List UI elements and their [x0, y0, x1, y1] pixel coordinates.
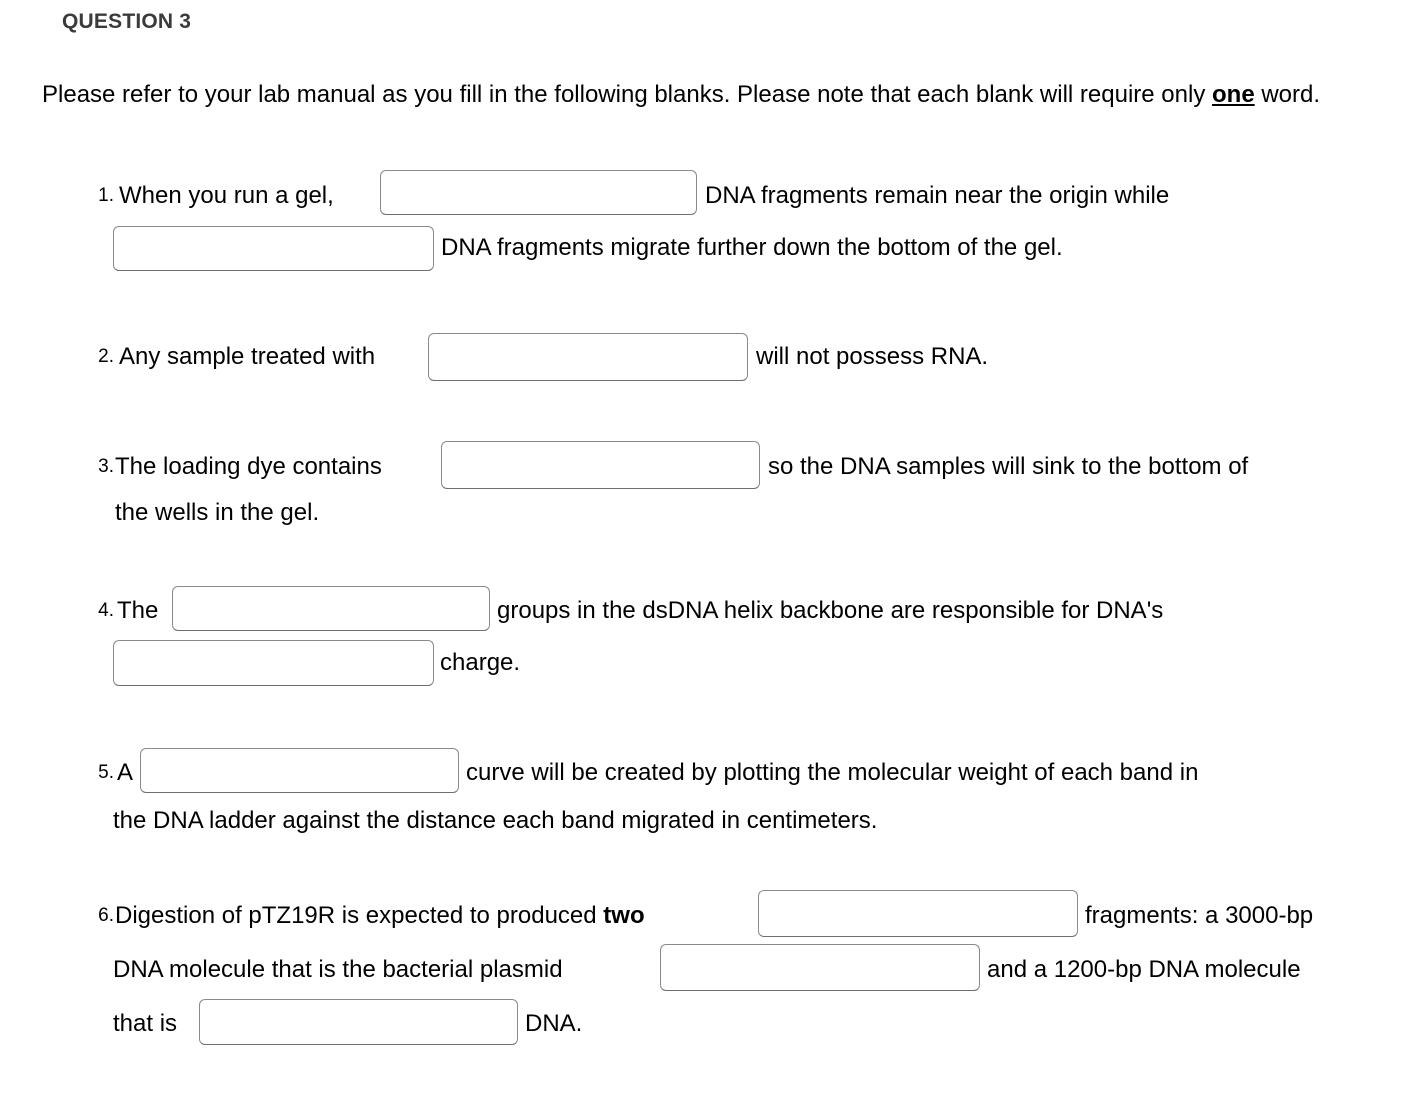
list-item-6-text-a-plain: Digestion of pTZ19R is expected to produ… [115, 902, 604, 929]
list-item-6-text-d: and a 1200-bp DNA molecule [987, 956, 1301, 983]
q6-blank-3[interactable] [199, 999, 518, 1045]
q4-blank-2[interactable] [113, 640, 434, 686]
list-item-number-3: 3. [98, 456, 114, 477]
page-title: QUESTION 3 [62, 10, 192, 33]
list-item-3-text-a: The loading dye contains [115, 453, 382, 480]
q1-blank-1[interactable] [380, 170, 697, 215]
list-item-6-text-b: fragments: a 3000-bp [1085, 902, 1314, 929]
list-item-number-6: 6. [98, 905, 114, 926]
list-item-number-2: 2. [98, 346, 114, 367]
list-item-5-text-a: A [117, 759, 134, 786]
q3-blank-1[interactable] [441, 441, 760, 489]
list-item-4-text-c: charge. [440, 649, 521, 676]
list-item-5-text-c: the DNA ladder against the distance each… [113, 807, 878, 834]
list-item-4-text-b: groups in the dsDNA helix backbone are r… [497, 597, 1164, 624]
list-item-6-text-a: Digestion of pTZ19R is expected to produ… [115, 900, 645, 932]
instructions-paragraph: Please refer to your lab manual as you f… [42, 78, 1392, 112]
list-item-3-text-b: so the DNA samples will sink to the bott… [768, 453, 1249, 480]
list-item-number-1: 1. [98, 185, 114, 206]
list-item-4-text-a: The [117, 597, 159, 624]
list-item-2-text-b: will not possess RNA. [756, 343, 989, 370]
instructions-text-part1: Please refer to your lab manual as you f… [42, 81, 1212, 108]
q6-blank-2[interactable] [660, 944, 980, 991]
list-item-1-text-b: DNA fragments remain near the origin whi… [705, 182, 1170, 209]
q6-blank-1[interactable] [758, 890, 1078, 937]
list-item-3-text-c: the wells in the gel. [115, 499, 320, 526]
instructions-text-part2: word. [1254, 81, 1321, 108]
list-item-2-text-a: Any sample treated with [119, 343, 376, 370]
list-item-6-emphasis-two: two [603, 902, 645, 929]
list-item-6-text-e: that is [113, 1010, 178, 1037]
q5-blank-1[interactable] [140, 748, 459, 793]
list-item-1-text-c: DNA fragments migrate further down the b… [441, 234, 1063, 261]
list-item-number-5: 5. [98, 762, 114, 783]
instructions-emphasis-one: one [1212, 81, 1255, 108]
list-item-1-text-a: When you run a gel, [119, 182, 334, 209]
q2-blank-1[interactable] [428, 333, 748, 381]
list-item-6-text-f: DNA. [525, 1010, 583, 1037]
list-item-number-4: 4. [98, 600, 114, 621]
list-item-5-text-b: curve will be created by plotting the mo… [466, 759, 1199, 786]
q1-blank-2[interactable] [113, 226, 434, 271]
list-item-6-text-c: DNA molecule that is the bacterial plasm… [113, 956, 563, 983]
q4-blank-1[interactable] [172, 586, 490, 631]
